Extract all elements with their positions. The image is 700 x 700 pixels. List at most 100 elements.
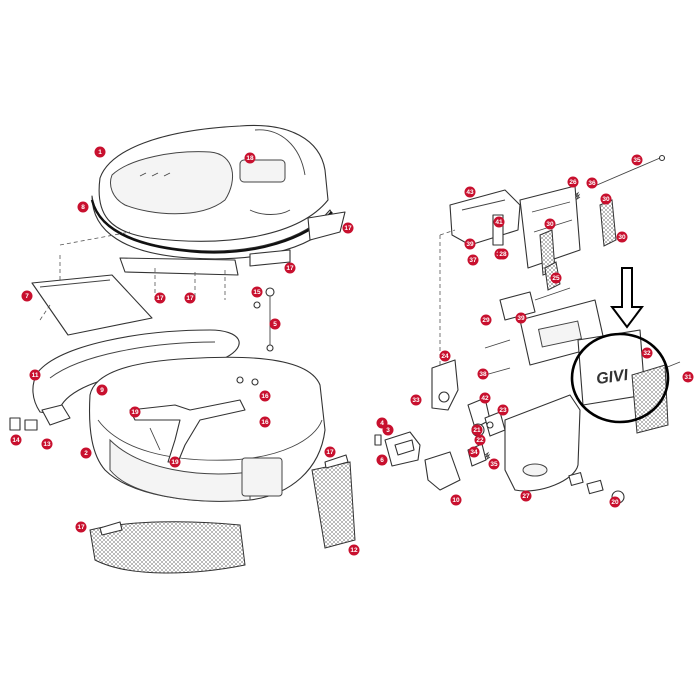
inner-tray <box>31 274 153 336</box>
reflector-strip-right <box>307 211 346 241</box>
badge-label: 30 <box>602 196 610 203</box>
badge-circle <box>631 154 643 166</box>
part-badge-17: 17 <box>342 222 354 234</box>
part-badge-21: 21 <box>471 424 483 436</box>
part-badge-33: 33 <box>410 394 422 406</box>
badge-label: 26 <box>569 179 577 186</box>
part-badge-41: 41 <box>493 216 505 228</box>
badge-label: 3 <box>386 427 390 434</box>
part-badge-6: 6 <box>376 454 388 466</box>
badge-label: 36 <box>588 180 596 187</box>
latch-plate <box>449 189 521 246</box>
badge-label: 32 <box>643 350 651 357</box>
badge-label: 18 <box>246 155 254 162</box>
lock-cylinder <box>499 287 571 321</box>
badge-circle <box>41 438 53 450</box>
support-bracket <box>129 399 246 463</box>
badge-label: 43 <box>466 189 474 196</box>
part-badge-15: 15 <box>251 286 263 298</box>
screw-16 <box>236 376 244 384</box>
part-badge-8: 8 <box>77 201 89 213</box>
part-badge-36: 36 <box>586 177 598 189</box>
part-badge-7: 7 <box>21 290 33 302</box>
highlight-circle <box>570 332 670 424</box>
badge-label: 38 <box>479 371 487 378</box>
part-badge-5: 5 <box>269 318 281 330</box>
lock-cable <box>265 287 275 352</box>
part-badge-30: 30 <box>544 218 556 230</box>
badge-circle <box>497 404 509 416</box>
badge-circle <box>544 218 556 230</box>
badge-label: 5 <box>273 321 277 328</box>
badge-circle <box>609 496 621 508</box>
spring-35b <box>484 451 491 461</box>
badge-circle <box>169 456 181 468</box>
part-badge-24: 24 <box>439 350 451 362</box>
part-badge-34: 34 <box>468 446 480 458</box>
badge-label: 21 <box>473 427 481 434</box>
badge-circle <box>376 417 388 429</box>
badge-label: 23 <box>499 407 507 414</box>
badge-circle <box>284 262 296 274</box>
lock-rod <box>589 157 661 189</box>
badge-circle <box>439 350 451 362</box>
badge-circle <box>515 312 527 324</box>
badge-circle <box>477 368 489 380</box>
badge-circle <box>410 394 422 406</box>
badge-circle <box>75 521 87 533</box>
hinge-lock <box>431 359 459 411</box>
badge-label: 39 <box>466 241 474 248</box>
badge-circle <box>259 416 271 428</box>
badge-circle <box>550 272 562 284</box>
part-badge-19: 19 <box>169 456 181 468</box>
part-badge-9: 9 <box>96 384 108 396</box>
screw-15 <box>253 301 261 309</box>
part-badge-14: 14 <box>10 434 22 446</box>
part-badge-27: 27 <box>520 490 532 502</box>
badge-label: 20 <box>611 499 619 506</box>
part-badge-22: 22 <box>474 434 486 446</box>
badge-label: 4 <box>380 420 384 427</box>
badge-circle <box>471 424 483 436</box>
part-badge-17: 17 <box>75 521 87 533</box>
lock-cover <box>504 394 581 492</box>
mount-plate-13 <box>24 419 38 431</box>
badge-circle <box>616 231 628 243</box>
part-badge-31: 31 <box>682 371 694 383</box>
badge-circle <box>488 458 500 470</box>
badge-circle <box>10 434 22 446</box>
badge-circle <box>479 392 491 404</box>
part-badge-20: 20 <box>609 496 621 508</box>
badge-circle <box>129 406 141 418</box>
down-arrow-icon <box>610 267 644 329</box>
badge-label: 6 <box>380 457 384 464</box>
badge-label: 17 <box>186 295 194 302</box>
badge-label: 34 <box>470 449 478 456</box>
badge-label: 11 <box>32 372 39 379</box>
lock-button-assembly <box>374 431 461 491</box>
badge-circle <box>497 248 509 260</box>
part-badge-35: 35 <box>631 154 643 166</box>
part-badge-37: 37 <box>467 254 479 266</box>
part-badge-25: 25 <box>550 272 562 284</box>
badge-circle <box>269 318 281 330</box>
case-base <box>89 356 326 502</box>
badge-label: 37 <box>469 257 477 264</box>
badge-label: 19 <box>171 459 179 466</box>
part-badge-26: 26 <box>567 176 579 188</box>
badge-label: 9 <box>100 387 104 394</box>
badge-circle <box>682 371 694 383</box>
part-badge-10: 10 <box>450 494 462 506</box>
badge-circle <box>29 369 41 381</box>
part-badge-18: 18 <box>244 152 256 164</box>
bracket-15 <box>41 404 71 426</box>
nut-22 <box>486 421 494 429</box>
part-badge-17: 17 <box>284 262 296 274</box>
badge-label: 19 <box>131 409 139 416</box>
part-badge-19: 19 <box>129 406 141 418</box>
part-badge-43: 43 <box>464 186 476 198</box>
reflector-strip-left <box>119 257 239 276</box>
badge-label: 12 <box>350 547 358 554</box>
part-badge-23: 23 <box>497 404 509 416</box>
